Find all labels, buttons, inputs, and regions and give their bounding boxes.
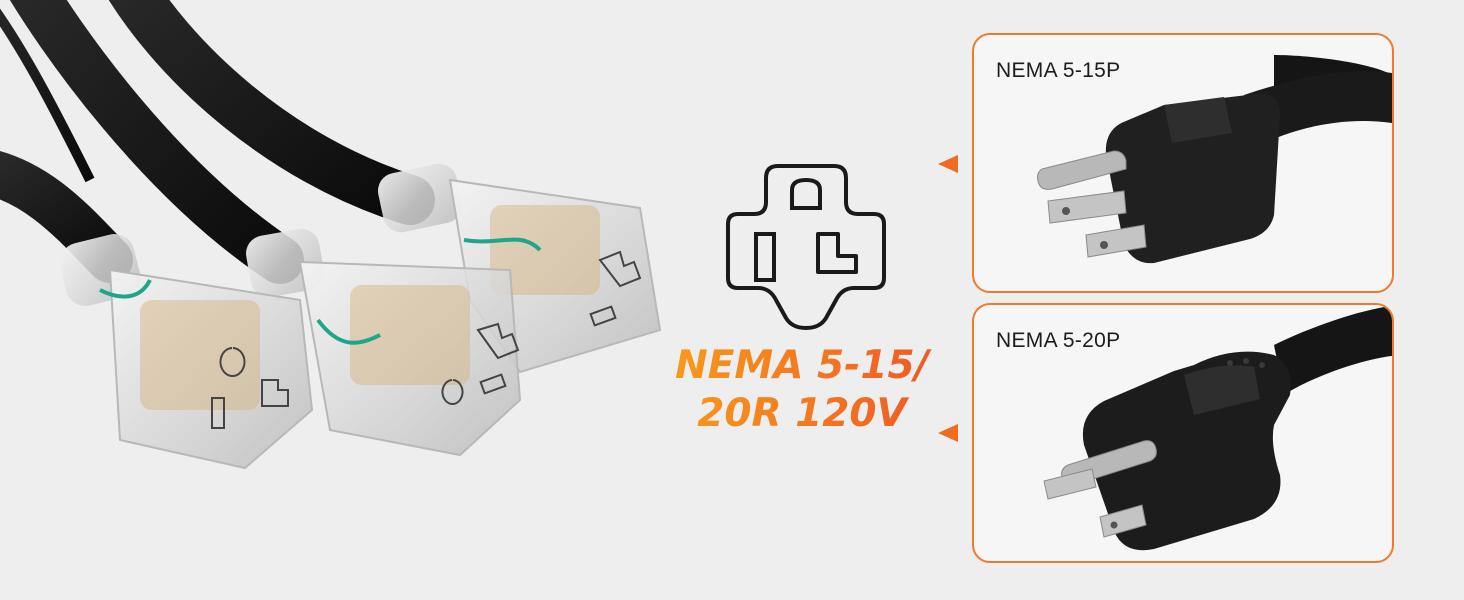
plug-label-5-20p: NEMA 5-20P (996, 329, 1121, 352)
receptacle-rating-headline: NEMA 5-15/ 20R 120V (672, 342, 932, 438)
nema-receptacle-icon (726, 164, 886, 330)
headline-line-2: 20R 120V (672, 390, 932, 438)
pointer-triangle-icon (938, 424, 958, 442)
extension-cord-ends-image (0, 0, 662, 470)
plug-card-5-15p: NEMA 5-15P (972, 33, 1394, 293)
headline-line-1: NEMA 5-15/ (672, 342, 932, 390)
plug-label-5-15p: NEMA 5-15P (996, 59, 1121, 82)
plug-card-5-20p: NEMA 5-20P (972, 303, 1394, 563)
pointer-triangle-icon (938, 155, 958, 173)
nema-5-15p-plug-icon (1037, 55, 1392, 264)
nema-5-20p-plug-icon (1043, 305, 1392, 551)
